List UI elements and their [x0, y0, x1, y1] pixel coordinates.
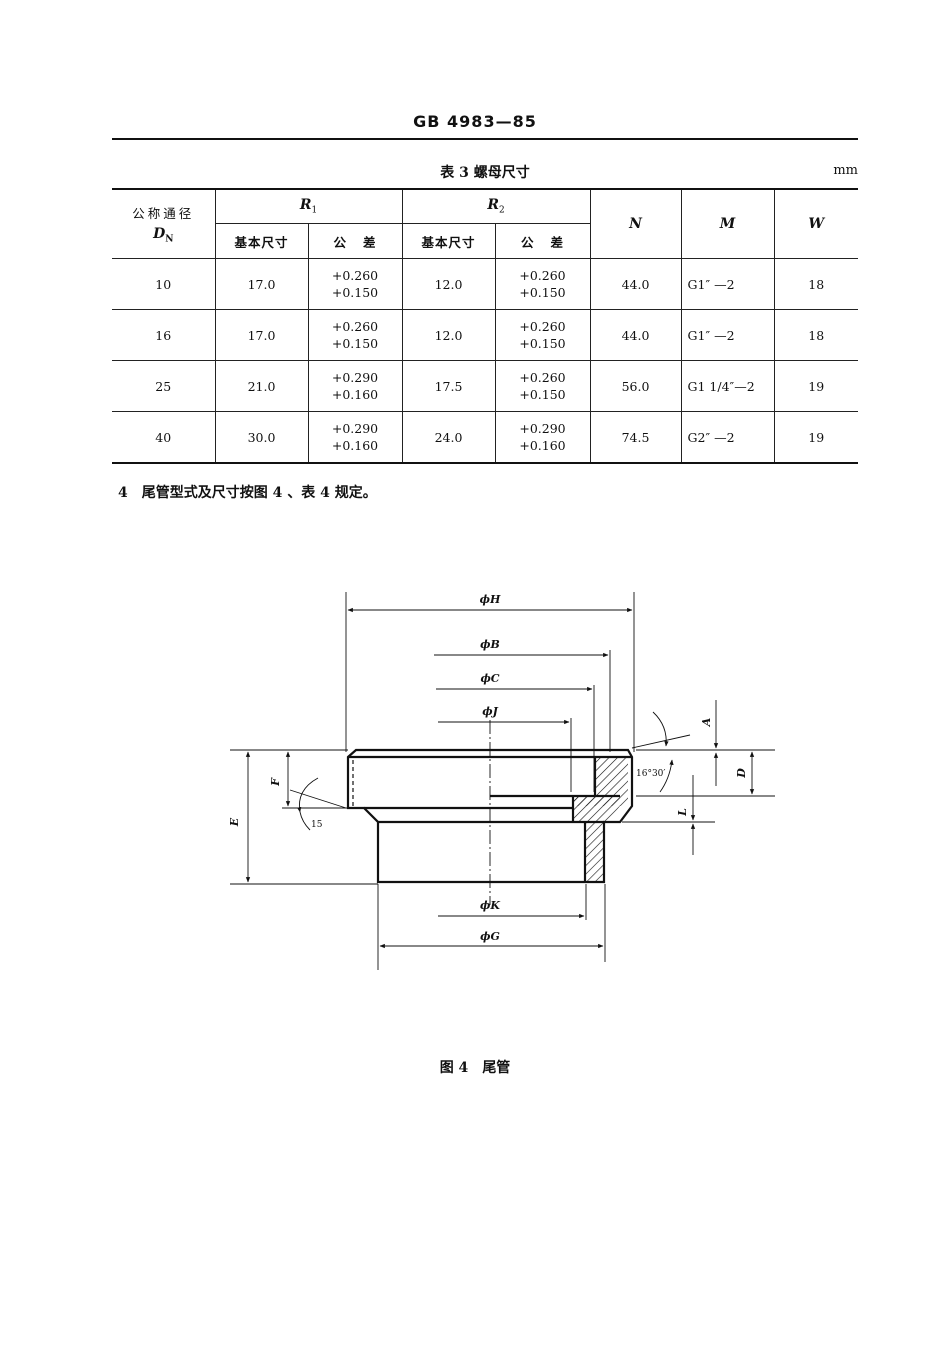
- label-phiC: ϕC: [480, 672, 499, 685]
- header-r1-basic: 基本尺寸: [215, 223, 309, 259]
- label-L: L: [676, 808, 689, 817]
- header-r2-basic: 基本尺寸: [401, 223, 496, 259]
- label-phiK: ϕK: [480, 899, 500, 912]
- nut-dimensions-table: 公称通径 DN R1 R2 N M W 基本尺寸 公 差 基本尺寸 公 差 10…: [112, 188, 858, 464]
- label-phiJ: ϕJ: [482, 705, 498, 718]
- label-D: D: [735, 768, 748, 779]
- label-E: E: [228, 817, 241, 827]
- figure-caption: 图 4 尾管: [0, 1057, 950, 1077]
- section-text: 尾管型式及尺寸按图 4 、表 4 规定。: [141, 485, 377, 501]
- label-phiB: ϕB: [480, 638, 500, 651]
- neck-section-hatch: [573, 796, 620, 882]
- table-caption: 表 3 螺母尺寸 mm: [112, 162, 858, 182]
- label-phiH: ϕH: [480, 593, 501, 606]
- figure-number: 图 4: [439, 1060, 469, 1076]
- header-r2: R2: [401, 188, 591, 224]
- header-nominal-diameter: 公称通径 DN: [112, 188, 216, 259]
- table-row: 40 30.0 +0.290+0.160 24.0 +0.290+0.160 7…: [112, 411, 858, 464]
- figure-title: 尾管: [482, 1060, 511, 1076]
- table-unit: mm: [833, 163, 858, 178]
- nut-section-hatch: [573, 757, 628, 806]
- table-row: 25 21.0 +0.290+0.160 17.5 +0.260+0.150 5…: [112, 360, 858, 412]
- label-phiG: ϕG: [480, 930, 500, 943]
- header-w: W: [773, 188, 858, 259]
- section-4-paragraph: 4 尾管型式及尺寸按图 4 、表 4 规定。: [118, 482, 377, 502]
- table-title: 表 3 螺母尺寸: [440, 165, 530, 181]
- label-angle-15: 15: [311, 820, 323, 830]
- header-rule: [112, 138, 858, 140]
- label-F: F: [269, 777, 282, 787]
- label-angle-16-30: 16°30′: [636, 769, 665, 779]
- standard-header: GB 4983—85: [413, 112, 537, 131]
- header-r1: R1: [214, 188, 403, 224]
- section-number: 4: [118, 485, 128, 501]
- label-A: A: [700, 717, 713, 727]
